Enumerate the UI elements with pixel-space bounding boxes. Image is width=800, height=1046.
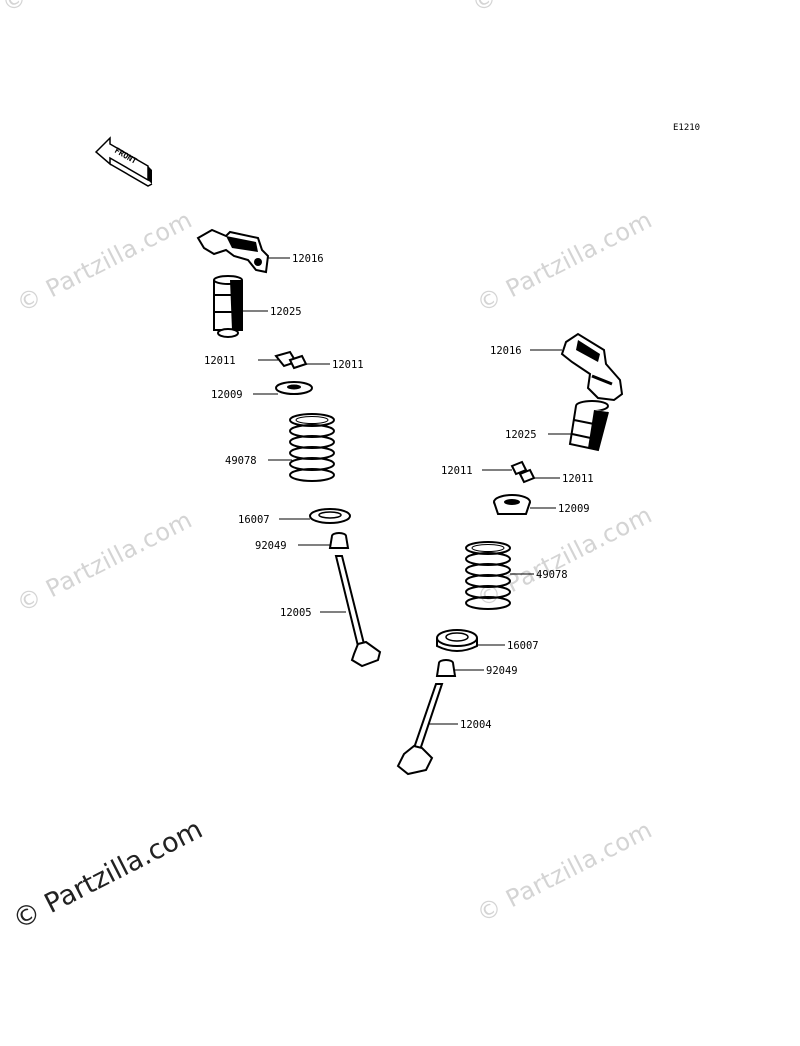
left-retainer [253, 381, 313, 395]
part-number[interactable]: 12011 [332, 359, 364, 371]
part-number[interactable]: 12016 [292, 253, 324, 265]
right-valve [396, 683, 458, 776]
left-spring-seat [279, 508, 351, 524]
part-number[interactable]: 12009 [211, 389, 243, 401]
right-rocker-arm [530, 332, 624, 402]
part-number[interactable]: 16007 [238, 514, 270, 526]
right-keepers [482, 460, 560, 484]
diagram-code: E1210 [673, 123, 701, 133]
part-number[interactable]: 12011 [204, 355, 236, 367]
part-number[interactable]: 12011 [562, 473, 594, 485]
part-number[interactable]: 12011 [441, 465, 473, 477]
right-spring-seat [436, 629, 505, 652]
part-number[interactable]: 49078 [225, 455, 257, 467]
part-number[interactable]: 12025 [505, 429, 537, 441]
part-number[interactable]: 12009 [558, 503, 590, 515]
right-spring [465, 541, 534, 610]
part-number[interactable]: 12004 [460, 719, 492, 731]
left-lifter [213, 275, 268, 338]
left-valve [320, 555, 382, 668]
part-number[interactable]: 12016 [490, 345, 522, 357]
part-number[interactable]: 12005 [280, 607, 312, 619]
left-rocker-arm [196, 228, 290, 274]
part-number[interactable]: 12025 [270, 306, 302, 318]
right-oil-seal [435, 659, 484, 677]
front-arrow-icon: FRONT [94, 136, 153, 187]
right-lifter [548, 400, 609, 452]
left-oil-seal [298, 532, 350, 549]
part-number[interactable]: 16007 [507, 640, 539, 652]
part-number[interactable]: 92049 [255, 540, 287, 552]
part-number[interactable]: 49078 [536, 569, 568, 581]
left-spring [268, 413, 335, 482]
part-number[interactable]: 92049 [486, 665, 518, 677]
right-retainer [493, 494, 556, 515]
left-keepers [258, 350, 330, 370]
